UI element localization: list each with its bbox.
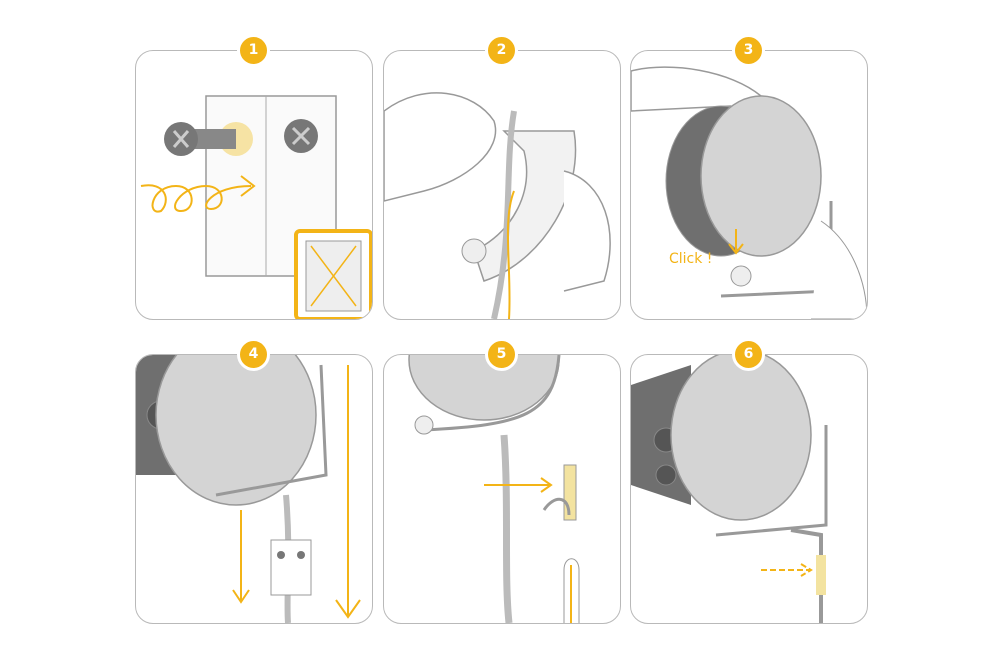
step-3-panel: Click ! [630, 50, 868, 320]
step-1-illustration [140, 95, 372, 319]
step-5-illustration [408, 355, 580, 623]
step-2-panel [383, 50, 621, 320]
step-5-panel [383, 354, 621, 624]
step-3-illustration [631, 66, 867, 319]
step-4-illustration [136, 355, 361, 623]
camera-device [155, 355, 317, 506]
step-number-badge: 2 [485, 34, 518, 67]
step-number-badge: 4 [237, 338, 270, 371]
down-arrow-icon [232, 510, 250, 604]
step-6-panel [630, 354, 868, 624]
down-arrow-icon [335, 365, 361, 619]
cable-arrow-icon [506, 190, 515, 319]
camera-device [670, 355, 812, 521]
step-number-badge: 5 [485, 338, 518, 371]
hand-icon [384, 92, 497, 202]
step-number-badge: 1 [237, 34, 270, 67]
step-4-panel [135, 354, 373, 624]
down-arrow-icon [728, 243, 744, 255]
right-arrow-icon [761, 563, 813, 577]
step-2-illustration [384, 92, 611, 319]
step-number-badge: 3 [732, 34, 765, 67]
right-arrow-icon [484, 477, 553, 493]
step-1-panel [135, 50, 373, 320]
camera-device [408, 355, 560, 421]
rotation-arrow-icon [140, 184, 252, 213]
step-number-badge: 6 [732, 338, 765, 371]
click-caption: Click ! [669, 251, 713, 267]
camera-device [700, 95, 822, 257]
step-6-illustration [631, 355, 828, 623]
